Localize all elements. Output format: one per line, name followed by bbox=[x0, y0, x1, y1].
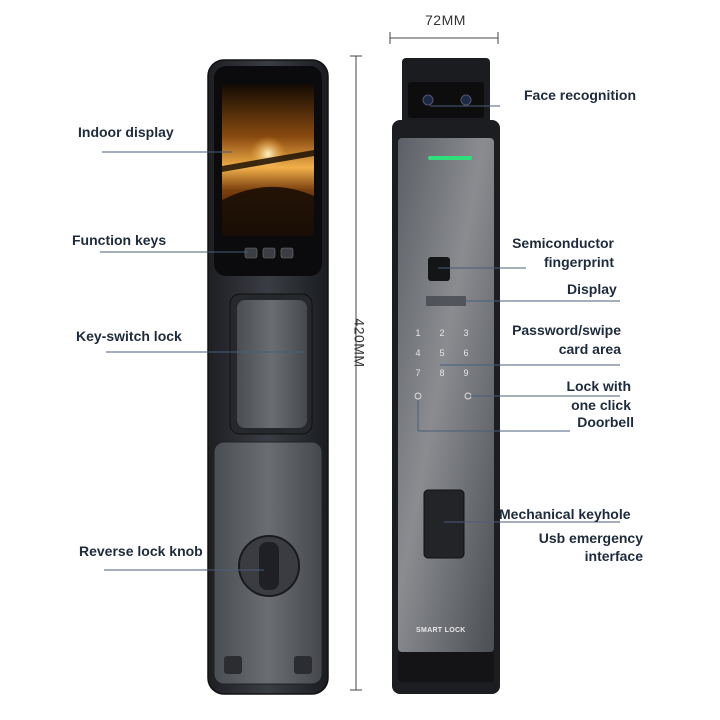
key-switch-handle bbox=[237, 300, 307, 428]
camera-lens-right bbox=[460, 94, 472, 106]
keypad-key-5[interactable]: 5 bbox=[439, 348, 444, 358]
height-dimension: 420MM bbox=[351, 318, 368, 368]
keypad-key-1[interactable]: 1 bbox=[415, 328, 420, 338]
foot-right bbox=[294, 656, 312, 674]
function-key-right bbox=[280, 247, 294, 259]
label-reverse-lock-knob: Reverse lock knob bbox=[79, 543, 203, 559]
camera-lens-left bbox=[422, 94, 434, 106]
keypad-key-4[interactable]: 4 bbox=[415, 348, 420, 358]
knob-grip bbox=[259, 542, 279, 590]
label-indoor-display: Indoor display bbox=[78, 124, 174, 140]
label-password-line1: Password/swipe bbox=[512, 322, 621, 338]
keypad-key-9[interactable]: 9 bbox=[463, 368, 468, 378]
label-function-keys: Function keys bbox=[72, 232, 167, 248]
function-key-home bbox=[262, 247, 276, 259]
outdoor-bottom bbox=[398, 652, 494, 682]
outdoor-front-panel bbox=[398, 138, 494, 652]
keypad-key-2[interactable]: 2 bbox=[439, 328, 444, 338]
function-key-left bbox=[244, 247, 258, 259]
label-face-recognition: Face recognition bbox=[524, 87, 637, 103]
camera-lens-bar bbox=[408, 82, 484, 118]
label-key-switch-lock: Key-switch lock bbox=[76, 328, 182, 344]
screen-sun bbox=[250, 136, 286, 172]
label-display: Display bbox=[567, 281, 617, 297]
label-lock-line1: Lock with bbox=[566, 378, 631, 394]
keypad: 1 2 3 4 5 6 7 8 9 bbox=[415, 328, 468, 378]
label-usb-line2: interface bbox=[584, 548, 643, 564]
width-dimension: 72MM bbox=[425, 12, 466, 28]
doorbell-button bbox=[414, 392, 422, 400]
brand-text: SMART LOCK bbox=[416, 627, 466, 634]
screen-ground bbox=[222, 186, 314, 236]
keypad-key-3[interactable]: 3 bbox=[463, 328, 468, 338]
keypad-key-6[interactable]: 6 bbox=[463, 348, 468, 358]
status-indicator bbox=[428, 156, 472, 160]
label-usb-line1: Usb emergency bbox=[538, 530, 643, 546]
fingerprint-sensor bbox=[428, 257, 450, 281]
label-doorbell: Doorbell bbox=[577, 414, 634, 430]
label-fingerprint-line1: Semiconductor bbox=[512, 235, 614, 251]
label-password-line2: card area bbox=[558, 341, 621, 357]
foot-left bbox=[224, 656, 242, 674]
keypad-key-7[interactable]: 7 bbox=[415, 368, 420, 378]
display-strip bbox=[426, 296, 466, 306]
screen-bridge bbox=[222, 150, 314, 172]
label-lock-line2: one click bbox=[571, 397, 631, 413]
label-fingerprint-line2: fingerprint bbox=[544, 254, 614, 270]
label-mechanical-keyhole: Mechanical keyhole bbox=[499, 506, 631, 522]
keypad-key-8[interactable]: 8 bbox=[439, 368, 444, 378]
keyhole-cover bbox=[423, 489, 465, 559]
